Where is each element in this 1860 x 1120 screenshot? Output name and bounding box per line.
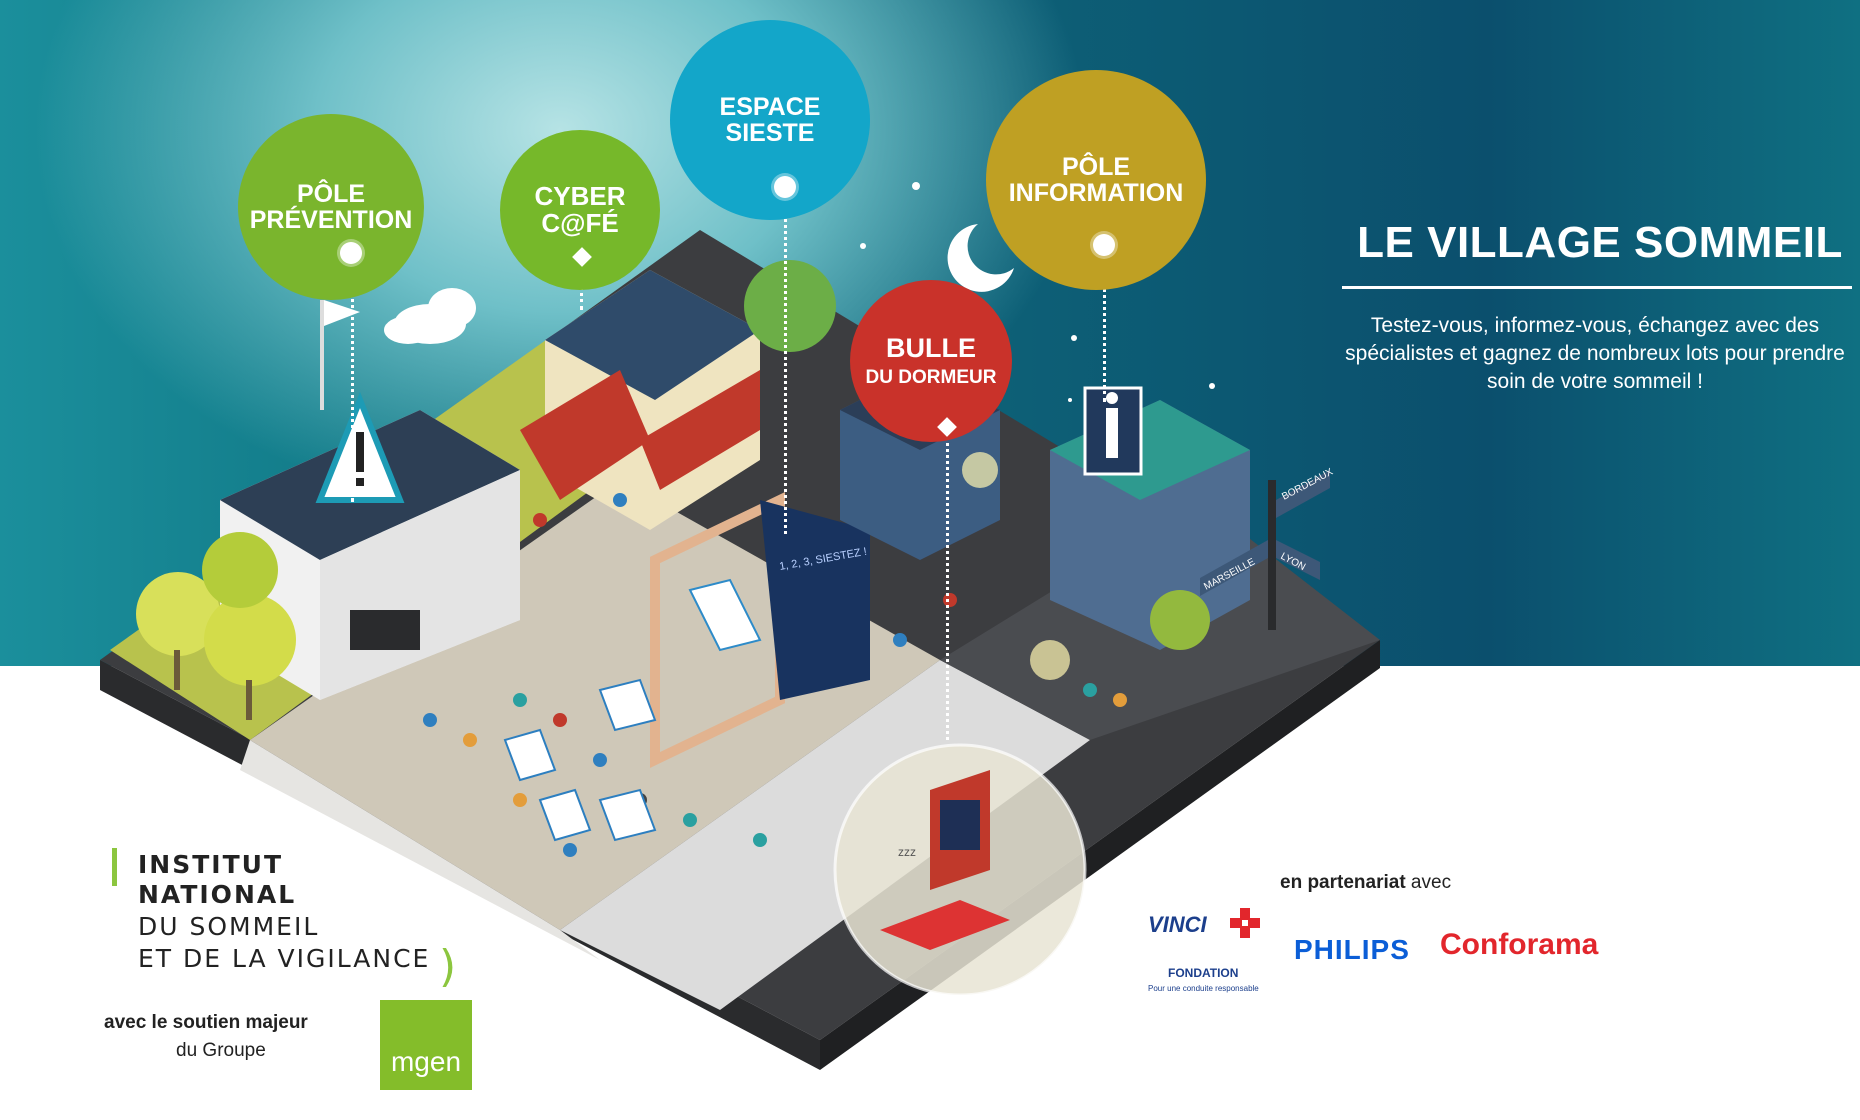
bubble-line1: BULLE — [886, 332, 976, 363]
vinci-cross-icon — [1230, 908, 1260, 938]
bubble-line1: PÔLE — [296, 179, 366, 208]
zzz-label: zzz — [898, 845, 916, 859]
partner-intro-bold: en partenariat — [1280, 872, 1406, 893]
moon-icon — [947, 224, 1014, 292]
bubble-line2: C@FÉ — [541, 208, 619, 238]
cafe-building — [520, 270, 760, 530]
connector-dormeur — [946, 430, 949, 740]
info-icon — [1106, 408, 1118, 458]
support-group-label: du Groupe — [176, 1040, 266, 1061]
support-label: avec le soutien majeur — [104, 1012, 308, 1033]
bubble-line1: CYBER — [534, 180, 626, 211]
vinci-logo[interactable]: VINCI FONDATION Pour une conduite respon… — [1148, 908, 1266, 993]
insv-accent-bar — [112, 848, 117, 886]
insv-line3: DU SOMMEIL — [138, 912, 320, 941]
connector-information — [1103, 252, 1106, 402]
vinci-fondation: FONDATION — [1168, 966, 1239, 980]
bubble-dormeur[interactable]: BULLE DU DORMEUR — [850, 280, 1012, 442]
partner-intro-rest: avec — [1405, 872, 1452, 893]
pin-information-icon — [1093, 234, 1115, 256]
bubble-line2: SIESTE — [725, 119, 815, 147]
mgen-logo[interactable]: mgen — [380, 1000, 472, 1090]
title-divider — [1342, 286, 1852, 289]
bubble-pole-prevention[interactable]: PÔLE PRÉVENTION — [238, 114, 424, 300]
vinci-subtitle: Pour une conduite responsable — [1148, 984, 1259, 993]
insv-paren: ) — [439, 941, 457, 992]
bubble-pole-information[interactable]: PÔLE INFORMATION — [986, 70, 1206, 290]
information-building — [1050, 386, 1250, 650]
bubble-line2: PRÉVENTION — [249, 206, 413, 234]
pin-prevention-icon — [340, 242, 362, 264]
insv-line2: NATIONAL — [138, 880, 297, 909]
connector-sieste — [784, 194, 787, 534]
plaza — [250, 480, 940, 930]
trees-left — [136, 532, 296, 720]
partner-intro: en partenariat avec — [1280, 872, 1451, 894]
bubble-line1: ESPACE — [719, 92, 821, 121]
pin-sieste-icon — [774, 176, 796, 198]
prevention-house — [220, 300, 520, 700]
page-title: LE VILLAGE SOMMEIL — [1357, 218, 1843, 267]
dormeur-bubble-scene: zzz — [833, 743, 1087, 997]
stars-icon — [860, 182, 1215, 402]
vinci-text: VINCI — [1148, 912, 1207, 937]
lamp-icon — [962, 452, 1070, 680]
philips-logo[interactable]: PHILIPS — [1294, 934, 1410, 965]
bubble-line2: INFORMATION — [1008, 179, 1184, 207]
bubble-line1: PÔLE — [1061, 152, 1131, 181]
insv-line1: INSTITUT — [138, 850, 283, 879]
sieste-stage: 1, 2, 3, SIESTEZ ! — [650, 492, 870, 768]
insv-line4: ET DE LA VIGILANCE — [138, 944, 431, 973]
tagline: Testez-vous, informez-vous, échangez ave… — [1345, 314, 1845, 393]
bubble-line2: DU DORMEUR — [865, 367, 997, 389]
conforama-logo[interactable]: Conforama — [1440, 928, 1599, 961]
bubble-espace-sieste[interactable]: ESPACE SIESTE — [670, 20, 870, 220]
bubble-cyber-cafe[interactable]: CYBER C@FÉ — [500, 130, 660, 290]
deck-chairs — [503, 678, 657, 842]
connector-prevention — [351, 262, 354, 502]
